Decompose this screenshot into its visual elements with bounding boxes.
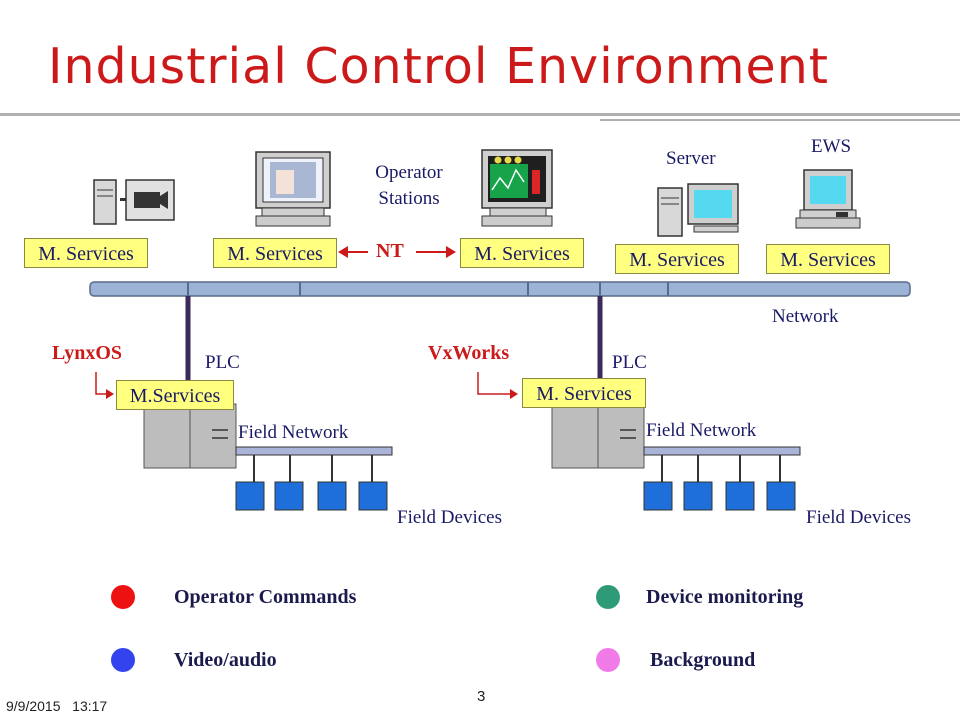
field-network-2-label: Field Network xyxy=(646,420,757,441)
field-devices-1 xyxy=(235,481,388,511)
legend-swatch-video-audio xyxy=(111,648,135,672)
footer-time-value: 13:17 xyxy=(72,698,108,714)
field-devices-1-label: Field Devices xyxy=(397,507,503,528)
lynxos-label: LynxOS xyxy=(52,342,123,364)
legend-video-audio: Video/audio xyxy=(174,649,277,671)
ews-icon xyxy=(795,169,861,229)
vxworks-arrow xyxy=(477,372,518,399)
nt-label: NT xyxy=(376,240,404,262)
legend-swatch-operator-commands xyxy=(111,585,135,609)
legend-background: Background xyxy=(650,649,756,671)
footer-date-value: 9/9/2015 xyxy=(6,698,61,714)
services-box-ews: M. Services xyxy=(766,244,890,274)
title-divider-accent xyxy=(600,119,960,121)
operator-stations-label: Operator Stations xyxy=(375,162,443,209)
plc2-icon xyxy=(551,403,645,469)
server-label: Server xyxy=(666,148,716,169)
services-box-video: M. Services xyxy=(213,238,337,268)
legend-operator-commands: Operator Commands xyxy=(174,586,357,608)
services-box-camera: M. Services xyxy=(24,238,148,268)
page-title: Industrial Control Environment xyxy=(48,38,829,95)
field-network-2-bus xyxy=(643,446,801,482)
server-icon xyxy=(657,183,739,237)
network-label: Network xyxy=(772,306,839,327)
field-network-1-label: Field Network xyxy=(238,422,349,443)
services-box-operator: M. Services xyxy=(460,238,584,268)
legend-swatch-background xyxy=(596,648,620,672)
legend-swatch-device-monitoring xyxy=(596,585,620,609)
services-box-plc1: M.Services xyxy=(116,380,234,410)
field-devices-2-label: Field Devices xyxy=(806,507,912,528)
services-box-server: M. Services xyxy=(615,244,739,274)
plc2-label: PLC xyxy=(612,352,647,373)
network-bus xyxy=(89,281,911,297)
services-box-plc2: M. Services xyxy=(522,378,646,408)
field-network-1-bus xyxy=(235,446,393,482)
plc1-label: PLC xyxy=(205,352,240,373)
plc1-icon xyxy=(143,403,237,469)
workstation-camera-icon xyxy=(93,179,175,225)
field-devices-2 xyxy=(643,481,796,511)
title-divider xyxy=(0,113,960,116)
legend-device-monitoring: Device monitoring xyxy=(646,586,804,608)
footer-date: 9/9/2015 13:17 xyxy=(6,698,107,714)
operator-console-icon xyxy=(481,149,553,227)
ews-label: EWS xyxy=(811,136,852,157)
video-station-icon xyxy=(255,151,331,227)
vxworks-label: VxWorks xyxy=(428,342,510,364)
nt-arrows xyxy=(338,246,456,258)
lynxos-arrow xyxy=(95,372,114,399)
page-number: 3 xyxy=(477,688,486,705)
